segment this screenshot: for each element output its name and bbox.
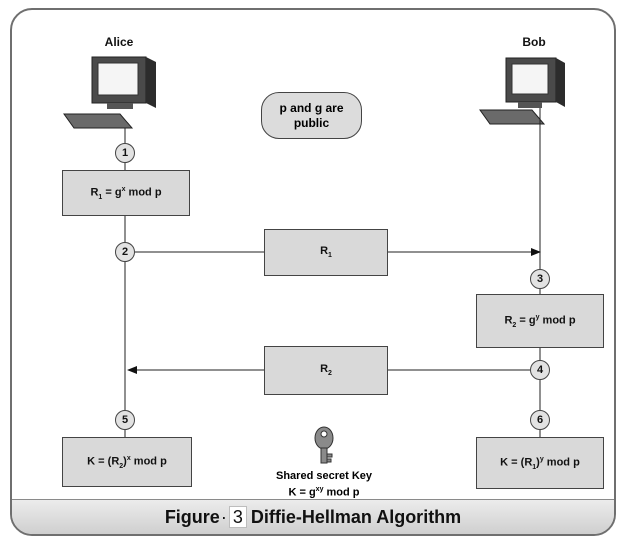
bob-r2-exp: y <box>535 313 540 321</box>
r2-message: R2 <box>264 346 388 395</box>
bob-computer-icon <box>479 57 565 125</box>
step-3-marker: 3 <box>530 269 550 289</box>
alice-r1-tail: mod p <box>125 186 162 199</box>
alice-key-pre: K = (R <box>87 455 120 468</box>
alice-r1-eq: = g <box>102 186 122 199</box>
figure-label: Figure <box>164 506 220 527</box>
alice-key-tail: mod p <box>130 455 167 468</box>
bob-r2-eq: = g <box>516 314 536 327</box>
step-5-marker: 5 <box>115 410 135 430</box>
r1-message-base: R <box>320 245 329 258</box>
shared-secret-formula: K = gxy mod p <box>258 483 390 500</box>
shared-secret-title: Shared secret Key <box>276 470 372 482</box>
alice-r1-computation: R1 = gx mod p <box>62 170 190 216</box>
alice-r1-exp: x <box>121 185 126 193</box>
bob-key-tail: mod p <box>543 456 580 469</box>
step-6-marker: 6 <box>530 410 550 430</box>
step-1-marker: 1 <box>115 143 135 163</box>
bob-key-exp: y <box>539 455 544 463</box>
r1-message: R1 <box>264 229 388 276</box>
bob-r2-sub: 2 <box>512 321 517 329</box>
r2-message-base: R <box>320 363 329 376</box>
alice-r1-sub: 1 <box>98 193 103 201</box>
alice-key-exp: x <box>126 454 131 462</box>
bob-key-sub: 1 <box>532 463 537 471</box>
step-4-marker: 4 <box>530 360 550 380</box>
shared-formula-exp: xy <box>315 486 324 493</box>
bob-r2-lhs: R <box>504 314 513 327</box>
bob-r2-computation: R2 = gy mod p <box>476 294 604 348</box>
alice-computer-icon <box>63 56 156 129</box>
alice-label: Alice <box>104 35 134 49</box>
bob-key-pre: K = (R <box>500 456 533 469</box>
public-note-line2: public <box>293 115 330 130</box>
key-icon <box>314 426 334 464</box>
connector-lines <box>63 56 565 464</box>
alice-r1-lhs: R <box>90 186 99 199</box>
alice-key-computation: K = (R2)x mod p <box>62 437 192 487</box>
r1-message-sub: 1 <box>328 252 332 260</box>
bob-key-computation: K = (R1)y mod p <box>476 437 604 489</box>
figure-separator: · <box>220 506 227 527</box>
bob-r2-tail: mod p <box>539 314 576 327</box>
shared-formula-tail: mod p <box>323 486 360 499</box>
alice-key-sub: 2 <box>119 462 124 470</box>
bob-key-mid: ) <box>536 456 540 469</box>
bob-label: Bob <box>522 35 546 49</box>
public-note-line1: p and g are <box>279 100 344 115</box>
figure-title: Diffie-Hellman Algorithm <box>250 506 462 527</box>
step-2-marker: 2 <box>115 242 135 262</box>
r2-message-sub: 2 <box>328 370 332 378</box>
shared-formula-pre: K = g <box>288 486 316 499</box>
diagram-frame: Alice Bob p and g are public 1 2 3 4 5 6… <box>10 8 616 536</box>
shared-secret-caption: Shared secret Key K = gxy mod p <box>258 470 390 500</box>
figure-number: 3 <box>228 506 247 528</box>
public-parameters-note: p and g are public <box>261 92 362 139</box>
alice-key-mid: ) <box>123 455 127 468</box>
